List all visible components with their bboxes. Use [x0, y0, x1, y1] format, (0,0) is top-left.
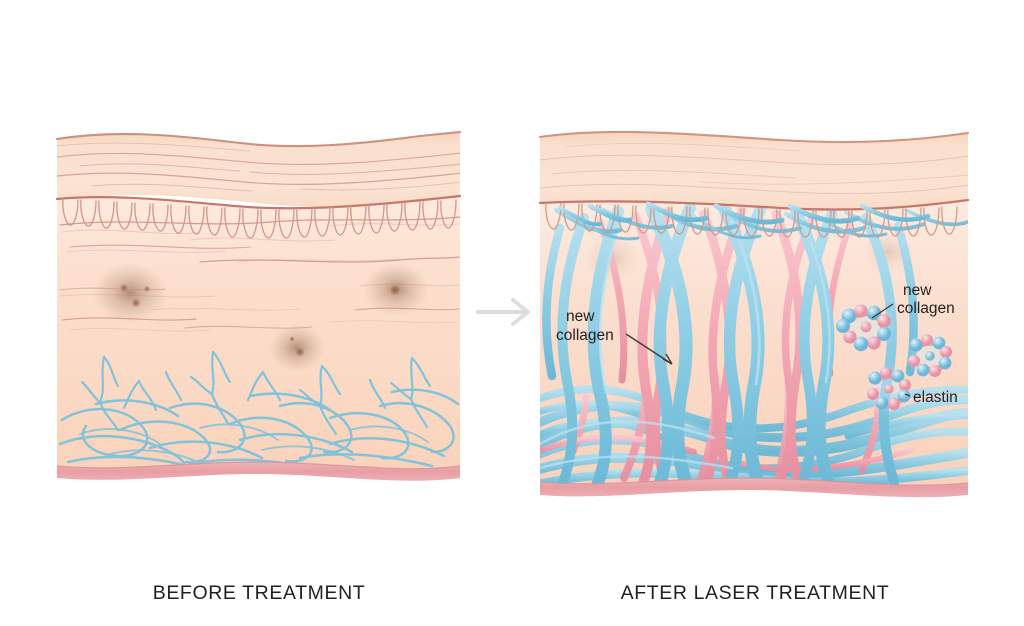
wrinkle-lines-before: [59, 216, 460, 329]
annotation-elastin-text: elastin: [913, 389, 958, 406]
rete-ridges-before: [62, 198, 457, 239]
leader-line-new-collagen-molecule: [871, 303, 894, 319]
molecule-cluster-new-collagen-1: [836, 297, 896, 357]
age-spots-before: [92, 262, 429, 372]
annotation-new-collagen-molecule-line1: new: [903, 282, 932, 299]
collagen-network-before: [58, 350, 460, 473]
hypodermis-band-after: [539, 477, 969, 498]
caption-before: BEFORE TREATMENT: [152, 582, 366, 604]
epidermis-layer-after: [540, 131, 968, 210]
annotation-new-collagen-fiber-line1: new: [566, 308, 595, 325]
collagen-junction-anchors: [558, 201, 931, 227]
epidermis-lines-before: [57, 142, 460, 192]
epidermis-lines-after: [540, 142, 968, 195]
leader-line-elastin: [904, 393, 911, 397]
epidermis-layer-before: [57, 132, 460, 207]
dermal-junction-line-before: [55, 194, 462, 210]
skin-surface-line-after: [538, 130, 970, 144]
hypodermis-band-before: [56, 461, 461, 481]
annotation-new-collagen-molecule: new collagen: [871, 282, 955, 319]
dermis-layer-before: [57, 196, 460, 473]
molecule-cluster-elastin: [862, 362, 916, 416]
annotation-new-collagen-fiber: new collagen: [556, 308, 673, 365]
panel-before: [55, 130, 462, 481]
annotation-elastin: elastin: [904, 389, 958, 406]
skin-surface-line-before: [55, 130, 462, 148]
molecule-cluster-new-collagen-2: [903, 328, 957, 382]
caption-after: AFTER LASER TREATMENT: [620, 582, 890, 604]
molecule-clusters: [836, 297, 957, 416]
dermal-junction-line-after: [538, 198, 970, 211]
annotation-new-collagen-fiber-line2: collagen: [556, 327, 614, 344]
panel-after: new collagen new collagen elastin: [538, 130, 970, 498]
transition-arrow: [476, 298, 530, 326]
annotation-new-collagen-molecule-line2: collagen: [897, 300, 955, 317]
leader-arrowhead-fiber: [662, 353, 673, 365]
